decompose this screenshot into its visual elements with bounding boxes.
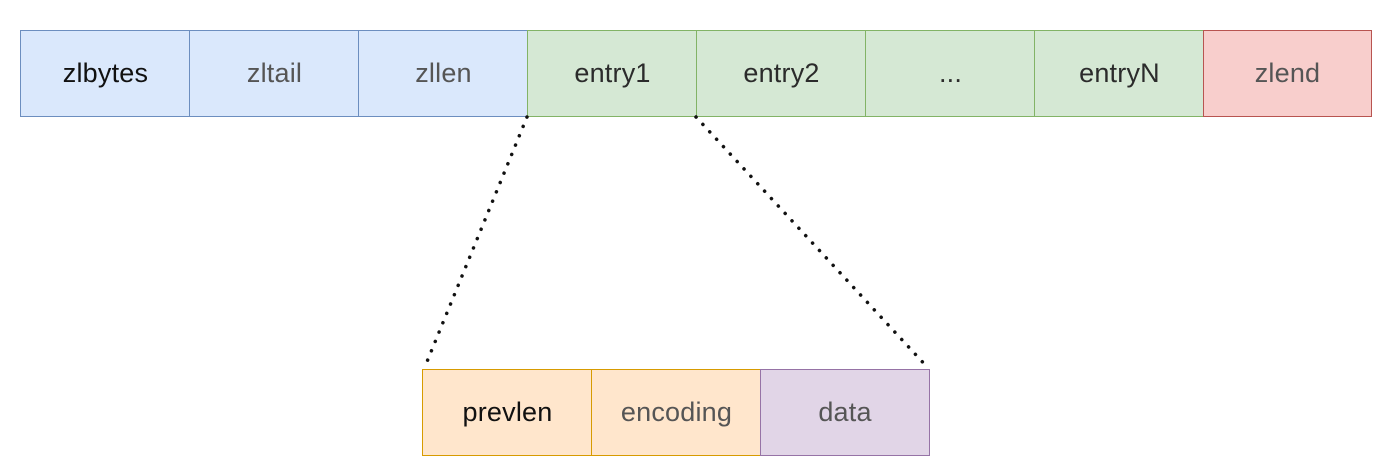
zlend-cell: zlend — [1203, 30, 1372, 117]
prevlen-label: prevlen — [462, 397, 553, 427]
data-cell: data — [760, 369, 930, 456]
data-label: data — [818, 397, 872, 427]
right-dotted-connector — [694, 115, 931, 371]
zllen-cell: zllen — [358, 30, 529, 117]
encoding-label: encoding — [620, 397, 733, 427]
entry2-cell: entry2 — [696, 30, 867, 117]
zllen-label: zllen — [415, 58, 472, 88]
entry1-label: entry1 — [574, 58, 651, 88]
entry1-cell: entry1 — [527, 30, 698, 117]
encoding-cell: encoding — [591, 369, 762, 456]
ellipsis-cell: ... — [865, 30, 1036, 117]
entry2-label: entry2 — [743, 58, 820, 88]
zlbytes-cell: zlbytes — [20, 30, 191, 117]
zltail-label: zltail — [246, 58, 303, 88]
ellipsis-label: ... — [938, 58, 963, 88]
zltail-cell: zltail — [189, 30, 360, 117]
zlbytes-label: zlbytes — [62, 58, 149, 88]
left-dotted-connector — [422, 115, 529, 371]
entryN-label: entryN — [1079, 58, 1160, 88]
zlend-label: zlend — [1254, 58, 1321, 88]
entryN-cell: entryN — [1034, 30, 1205, 117]
prevlen-cell: prevlen — [422, 369, 593, 456]
